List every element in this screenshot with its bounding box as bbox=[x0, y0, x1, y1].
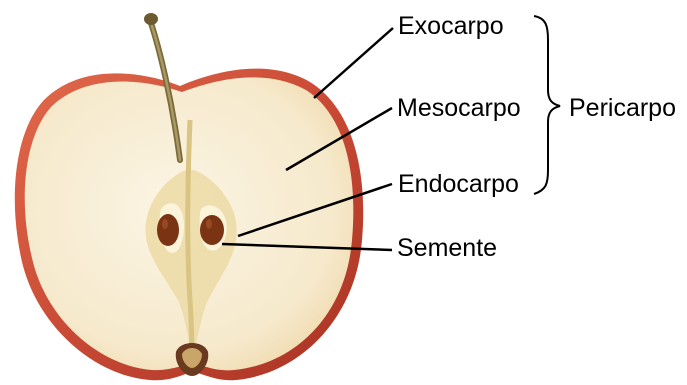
pericarpo-bracket bbox=[534, 16, 560, 194]
label-semente: Semente bbox=[397, 236, 497, 261]
label-endocarpo: Endocarpo bbox=[398, 172, 519, 197]
label-mesocarpo: Mesocarpo bbox=[397, 96, 521, 121]
seed-left bbox=[157, 214, 179, 246]
label-exocarpo: Exocarpo bbox=[398, 14, 504, 39]
leader-exocarpo bbox=[314, 28, 393, 98]
label-pericarpo: Pericarpo bbox=[569, 96, 676, 121]
seed-right bbox=[200, 215, 224, 245]
